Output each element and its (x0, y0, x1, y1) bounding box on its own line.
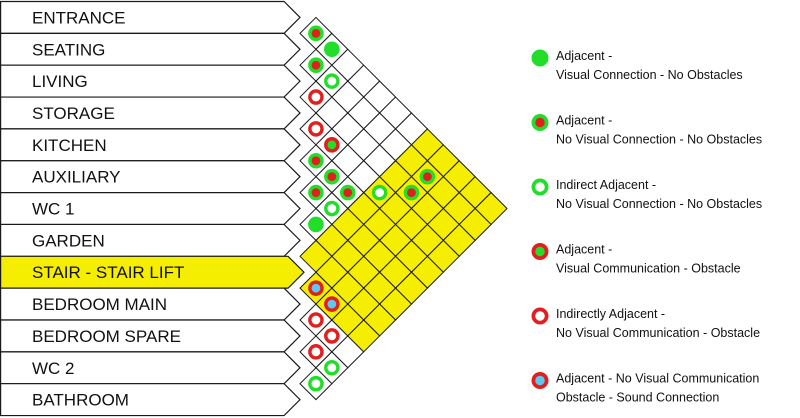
legend-item-indirect-obstacle: Indirectly Adjacent - No Visual Communica… (531, 307, 760, 340)
room-row (0, 160, 301, 194)
legend-label: Indirect Adjacent - (556, 178, 656, 192)
adjacent-no-visual-marker (324, 168, 340, 185)
room-row (0, 96, 301, 130)
adjacent-no-visual-marker (308, 25, 324, 42)
sound-connection-marker (324, 296, 340, 312)
legend-label: Visual Communication - Obstacle (556, 262, 741, 276)
room-row (0, 64, 301, 98)
indirect-obstacle-marker (324, 328, 340, 344)
room-label: WC 2 (32, 359, 75, 378)
room-row (0, 192, 301, 226)
room-row (0, 128, 301, 162)
room-row (0, 255, 305, 289)
room-label: LIVING (32, 72, 88, 91)
room-label: BEDROOM SPARE (32, 327, 181, 346)
adjacent-visual-marker (324, 41, 340, 58)
legend-label: Adjacent - (556, 114, 612, 128)
adjacent-no-visual-marker (419, 168, 436, 185)
room-label: AUXILIARY (32, 168, 121, 187)
room-row (0, 223, 301, 257)
legend: Adjacent - Visual Connection - No Obstacl… (531, 49, 762, 405)
room-label: BATHROOM (32, 391, 129, 410)
room-row (0, 383, 301, 417)
indirect-obstacle-marker (308, 312, 324, 328)
adjacent-obstacle-swatch (531, 243, 549, 260)
legend-item-indirect-no-visual: Indirect Adjacent - No Visual Connection … (531, 178, 762, 211)
sound-connection-swatch (531, 372, 549, 389)
room-label: GARDEN (32, 231, 105, 250)
legend-label: Adjacent - (556, 49, 612, 63)
indirect-obstacle-marker (308, 344, 324, 360)
legend-label: Indirectly Adjacent - (556, 307, 665, 321)
room-row (0, 319, 301, 353)
matrix-cell (347, 319, 381, 353)
room-label: WC 1 (32, 200, 75, 219)
adjacent-no-visual-marker (339, 184, 356, 201)
legend-item-sound-connection: Adjacent - No Visual CommunicationObstac… (531, 372, 759, 405)
legend-label: No Visual Communication - Obstacle (556, 326, 760, 340)
room-label: BEDROOM MAIN (32, 295, 167, 314)
legend-item-adjacent-obstacle: Adjacent - Visual Communication - Obstacl… (531, 243, 741, 276)
indirect-no-visual-marker (324, 73, 340, 89)
indirect-no-visual-swatch (531, 178, 549, 196)
room-row (0, 32, 301, 66)
room-list: ENTRANCE SEATING LIVING STORAGE KITCHEN AUXIL… (0, 0, 305, 417)
legend-item-adjacent-visual: Adjacent - Visual Connection - No Obstacl… (531, 49, 743, 82)
adjacent-no-visual-swatch (531, 114, 549, 131)
indirect-obstacle-swatch (531, 307, 549, 325)
room-row (0, 351, 301, 385)
indirect-obstacle-marker (308, 89, 324, 105)
room-label: STAIR - STAIR LIFT (32, 263, 184, 282)
room-label: SEATING (32, 40, 105, 59)
legend-label: Visual Connection - No Obstacles (556, 68, 743, 82)
room-label: KITCHEN (32, 136, 107, 155)
sound-connection-marker (308, 280, 324, 296)
adjacent-visual-marker (308, 216, 324, 233)
legend-label: Adjacent - (556, 243, 612, 257)
adjacent-no-visual-marker (308, 184, 324, 201)
indirect-no-visual-marker (308, 375, 324, 392)
adjacent-no-visual-marker (308, 152, 324, 169)
indirect-no-visual-marker (324, 200, 340, 217)
indirect-obstacle-marker (308, 121, 324, 137)
legend-label: Obstacle - Sound Connection (556, 391, 719, 405)
adjacent-obstacle-marker (324, 137, 340, 153)
room-label: STORAGE (32, 104, 115, 123)
adjacent-visual-swatch (531, 49, 549, 67)
room-row (0, 0, 301, 34)
adjacent-no-visual-marker (403, 184, 420, 201)
stair-highlight-region (299, 128, 508, 353)
indirect-no-visual-marker (371, 184, 388, 201)
legend-label: Adjacent - No Visual Communication (556, 372, 759, 386)
room-row (0, 287, 301, 321)
relation-markers (308, 25, 436, 392)
legend-item-adjacent-no-visual: Adjacent - No Visual Connection - No Obst… (531, 114, 762, 147)
indirect-no-visual-marker (324, 359, 340, 376)
legend-label: No Visual Connection - No Obstacles (556, 197, 762, 211)
room-label: ENTRANCE (32, 8, 126, 27)
legend-label: No Visual Connection - No Obstacles (556, 133, 762, 147)
adjacent-no-visual-marker (308, 57, 324, 73)
